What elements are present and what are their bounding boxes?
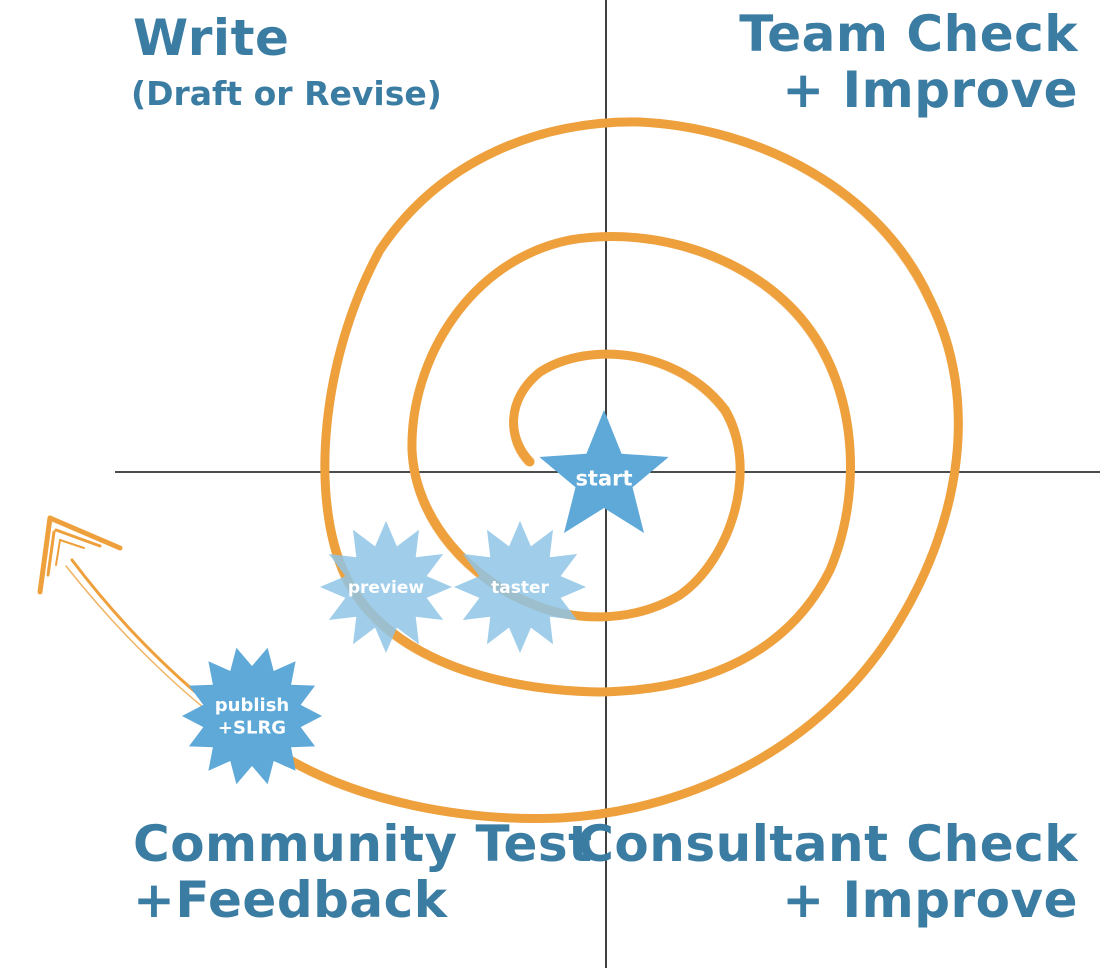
team-check-line1: Team Check bbox=[739, 5, 1078, 63]
preview-burst-icon-label: preview bbox=[348, 578, 425, 598]
start-star-icon: start bbox=[539, 410, 669, 533]
publish-burst-icon-label: publish bbox=[215, 695, 289, 716]
team-check-line2: + Improve bbox=[782, 61, 1078, 119]
start-star-icon-shape bbox=[539, 410, 669, 533]
preview-burst-icon-shape bbox=[320, 521, 452, 653]
write-subtitle: (Draft or Revise) bbox=[131, 74, 442, 113]
label-write: Write bbox=[133, 10, 289, 66]
label-team-check: Team Check + Improve bbox=[739, 6, 1078, 118]
publish-burst-icon-label: +SLRG bbox=[218, 718, 286, 739]
label-community-test: Community Test +Feedback bbox=[133, 816, 593, 928]
taster-burst-icon-shape bbox=[454, 521, 586, 653]
label-write-subtitle: (Draft or Revise) bbox=[131, 74, 442, 113]
consultant-check-line2: + Improve bbox=[782, 871, 1078, 929]
taster-burst-icon: taster bbox=[454, 521, 586, 653]
arrowhead-icon bbox=[37, 515, 123, 595]
community-test-line2: +Feedback bbox=[133, 871, 448, 929]
preview-burst-icon: preview bbox=[320, 521, 452, 653]
start-star-icon-label: start bbox=[575, 466, 632, 490]
write-title: Write bbox=[133, 9, 290, 67]
publish-burst-icon: publish+SLRG bbox=[182, 647, 322, 785]
consultant-check-line1: Consultant Check bbox=[577, 815, 1078, 873]
publish-burst-icon-shape bbox=[182, 647, 322, 785]
taster-burst-icon-label: taster bbox=[491, 578, 549, 598]
community-test-line1: Community Test bbox=[133, 815, 593, 873]
label-consultant-check: Consultant Check + Improve bbox=[577, 816, 1078, 928]
